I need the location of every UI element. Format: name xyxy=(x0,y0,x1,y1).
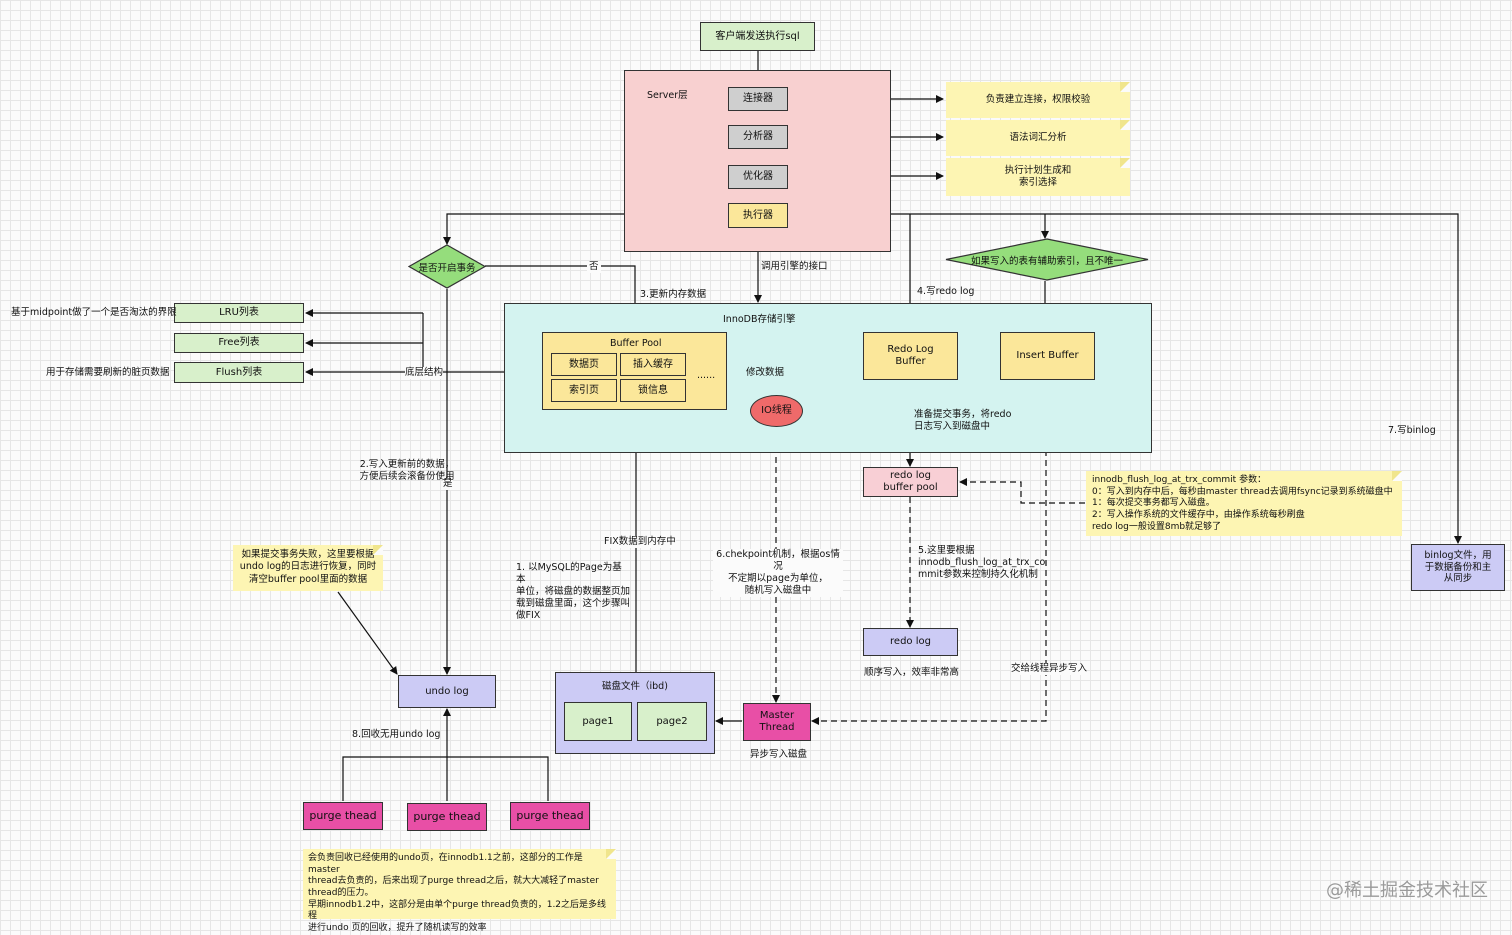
server-title: Server层 xyxy=(647,90,688,101)
transaction-decision: 是否开启事务 xyxy=(408,244,486,289)
optimizer-note: 执行计划生成和 索引选择 xyxy=(946,158,1130,196)
connector-note: 负责建立连接，权限校验 xyxy=(946,82,1130,118)
purge-thread-2: purge thead xyxy=(407,803,487,831)
optimizer-node: 优化器 xyxy=(728,165,788,189)
buffer-pool-title: Buffer Pool xyxy=(610,338,662,349)
page2: page2 xyxy=(637,702,707,741)
innodb-title: InnoDB存储引擎 xyxy=(723,314,796,325)
watermark: @稀土掘金技术社区 xyxy=(1326,880,1488,901)
undo-log: undo log xyxy=(398,675,496,708)
lru-list: LRU列表 xyxy=(174,303,304,323)
flush-list: Flush列表 xyxy=(174,362,304,383)
edge-label-fix-to-mem: FIX数据到内存中 xyxy=(604,536,676,548)
insert-cache: 插入缓存 xyxy=(620,353,686,376)
purge-thread-3: purge thead xyxy=(510,802,590,830)
edge-label-sequential: 顺序写入，效率非常高 xyxy=(864,667,960,678)
analyzer-note: 语法词汇分析 xyxy=(946,120,1130,156)
edge-label-persist: 5.这里要根据 innodb_flush_log_at_trx_co mmit参… xyxy=(918,545,1046,580)
bottom-structure-label: 底层结构 xyxy=(405,367,444,379)
connector-node: 连接器 xyxy=(728,87,788,111)
edge-label-call-engine: 调用引擎的接口 xyxy=(761,261,828,272)
secondary-index-decision: 如果写入的表有辅助索引，且不唯一 xyxy=(945,238,1149,281)
buffer-pool-ellipsis: ...... xyxy=(697,370,716,381)
edge-label-prepare-commit: 准备提交事务，将redo 日志写入到磁盘中 xyxy=(914,409,1012,432)
edge-note-undo xyxy=(337,591,398,675)
client-node: 客户端发送执行sql xyxy=(700,22,815,51)
edge-label-async-disk: 异步写入磁盘 xyxy=(750,749,808,760)
flush-param-note: innodb_flush_log_at_trx_commit 参数： 0：写入到… xyxy=(1086,471,1402,536)
insert-buffer: Insert Buffer xyxy=(1000,332,1095,380)
redo-log-buffer: Redo Log Buffer xyxy=(863,332,958,380)
io-thread: IO线程 xyxy=(750,395,803,427)
edge-label-update-mem: 3.更新内存数据 xyxy=(640,289,707,300)
edge-label-fix-desc: 1. 以MySQL的Page为基本 单位，将磁盘的数据整页加 载到磁盘里面，这个… xyxy=(516,562,631,621)
edge-purge1 xyxy=(342,756,549,801)
undo-fail-note: 如果提交事务失败，这里要根据 undo log的日志进行恢复，同时 清空buff… xyxy=(233,545,383,591)
edge-executor-binlog xyxy=(788,213,1462,544)
binlog-file: binlog文件，用 于数据备份和主 从同步 xyxy=(1411,544,1505,591)
analyzer-node: 分析器 xyxy=(728,125,788,149)
data-page: 数据页 xyxy=(551,353,617,376)
page1: page1 xyxy=(564,702,632,741)
redo-log-buffer-pool: redo log buffer pool xyxy=(863,467,958,497)
diamond-shape xyxy=(408,244,486,289)
edge-label-no: 否 xyxy=(587,261,601,273)
edge-label-write-before: 2.写入更新前的数据， 方便后续会滚备份使用 xyxy=(359,459,455,482)
edge-label-async-write: 交给线程异步写入 xyxy=(1011,663,1088,675)
edge-label-yes: 是 xyxy=(443,478,453,490)
edge-label-write-binlog: 7.写binlog xyxy=(1388,425,1436,436)
edge-label-checkpoint: 6.chekpoint机制，根据os情况 不定期以page为单位， 随机写入磁盘… xyxy=(713,549,843,597)
edge-param-pool xyxy=(959,478,1085,504)
purge-thread-1: purge thead xyxy=(303,802,383,830)
master-thread: Master Thread xyxy=(743,703,811,741)
edge-label-write-redo: 4.写redo log xyxy=(917,286,975,297)
index-page: 索引页 xyxy=(551,379,617,402)
executor-node: 执行器 xyxy=(728,203,788,228)
edge-label-modify-data: 修改数据 xyxy=(746,367,785,379)
edge-label-reclaim-undo: 8.回收无用undo log xyxy=(352,729,441,740)
purge-note: 会负责回收已经使用的undo页，在innodb1.1之前，这部分的工作是mast… xyxy=(303,849,616,933)
flush-description: 用于存储需要刷新的脏页数据 xyxy=(46,367,170,378)
free-list: Free列表 xyxy=(174,333,304,353)
disk-file-title: 磁盘文件（ibd) xyxy=(602,681,668,692)
lock-info: 锁信息 xyxy=(620,379,686,402)
edge-insertbuffer-master xyxy=(811,380,1047,725)
diamond-shape xyxy=(945,238,1149,281)
lru-description: 基于midpoint做了一个是否淘汰的界限 xyxy=(11,307,177,318)
redo-log: redo log xyxy=(863,628,958,656)
